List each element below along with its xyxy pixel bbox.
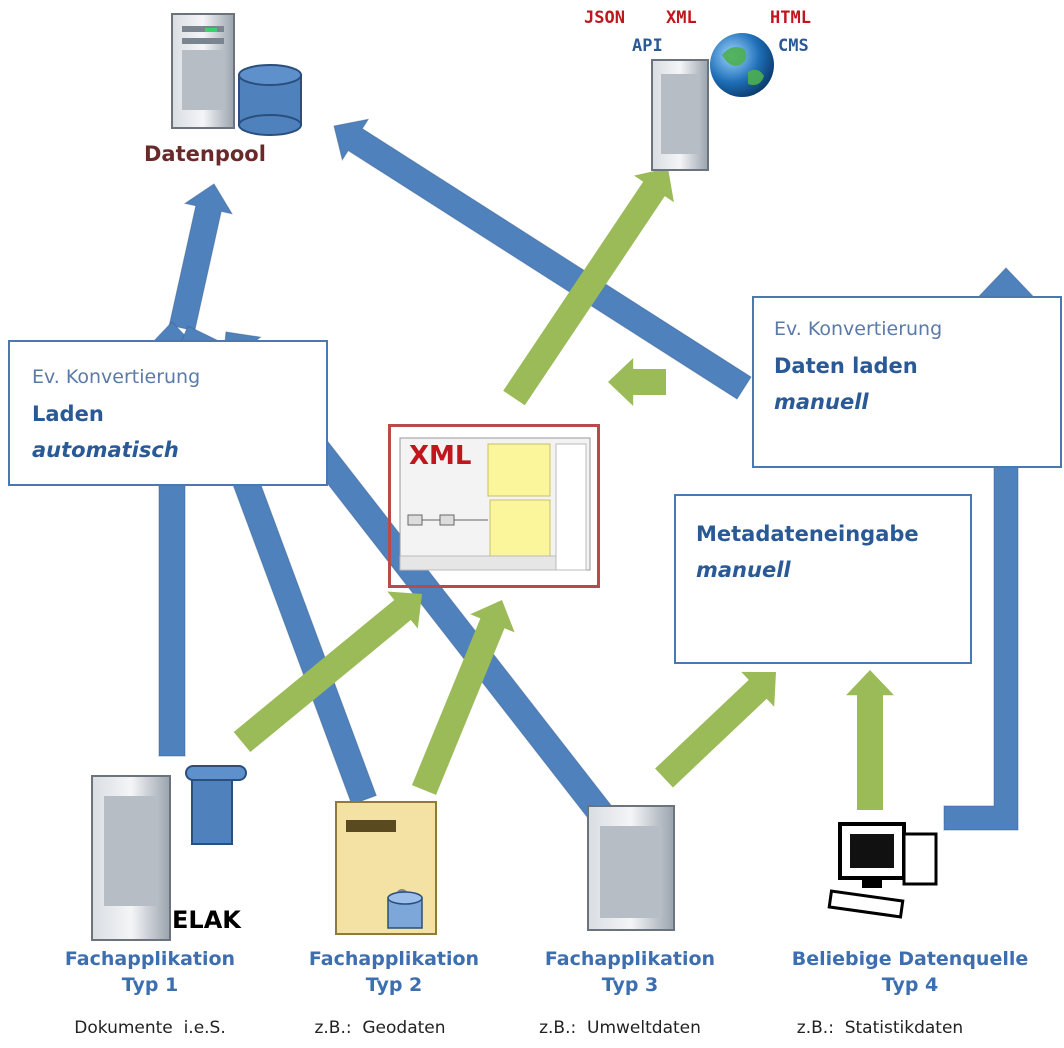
source-typ4-label: Beliebige Datenquelle Typ 4 [770, 946, 1050, 998]
box-auto-line1: Ev. Konvertierung [32, 366, 201, 388]
arrow-metadata-to-xml [608, 358, 666, 406]
source-typ2-label: Fachapplikation Typ 2 [284, 946, 504, 998]
box-conversion-auto: Ev. Konvertierung Laden automatisch [8, 340, 328, 486]
web-server-icon [651, 59, 709, 171]
source-typ4-type: Typ 4 [881, 974, 939, 996]
datenpool-label: Datenpool [144, 142, 266, 166]
arrow-xml-to-webserver [503, 168, 674, 406]
source-typ2-type: Typ 2 [365, 974, 423, 996]
arrow-manual-to-datenpool [333, 118, 752, 400]
xml-schema-screenshot [399, 437, 591, 571]
box-xml: XML [388, 424, 600, 588]
database-icon [238, 64, 302, 136]
source-typ3-name: Fachapplikation [544, 948, 716, 970]
box-manual-load-line1: Ev. Konvertierung [774, 318, 943, 340]
xml-title: XML [409, 441, 472, 471]
box-metadata-input: Metadateneingabe manuell [674, 494, 972, 664]
document-scroll-icon [185, 765, 247, 845]
source-typ1-desc: Dokumente i.e.S. [74, 1018, 226, 1038]
box-metadata-line2: manuell [696, 558, 791, 582]
box-manual-load-line3: manuell [774, 390, 869, 414]
source-typ3-desc: z.B.: Umweltdaten [539, 1018, 701, 1038]
database-icon [387, 891, 423, 929]
arrow-typ2-to-xml [411, 600, 515, 795]
arrow-auto-to-datenpool [168, 183, 233, 332]
source-typ3-label: Fachapplikation Typ 3 [520, 946, 740, 998]
source-typ2-name: Fachapplikation [308, 948, 480, 970]
globe-icon [710, 33, 774, 97]
source-server-typ3-icon [587, 805, 675, 931]
format-html: HTML [770, 8, 811, 28]
box-auto-line2: Laden [32, 402, 104, 426]
source-typ1-type: Typ 1 [121, 974, 179, 996]
box-metadata-line1: Metadateneingabe [696, 522, 919, 546]
box-auto-line3: automatisch [32, 438, 179, 462]
source-typ4-name: Beliebige Datenquelle [791, 948, 1029, 970]
source-server-typ1-icon [91, 775, 171, 941]
arrow-typ1-to-xml [233, 591, 422, 753]
format-cms: CMS [778, 36, 809, 56]
box-manual-load-line2: Daten laden [774, 354, 918, 378]
elak-label: ELAK [172, 906, 241, 934]
datenpool-server-icon [171, 13, 235, 129]
box-manual-load: Ev. Konvertierung Daten laden manuell [752, 296, 1062, 468]
arrow-typ4-to-metadata [846, 670, 894, 810]
source-typ4-desc: z.B.: Statistikdaten [796, 1018, 964, 1038]
arrow-typ4-to-manual-load [943, 267, 1048, 831]
source-typ2-desc: z.B.: Geodaten [314, 1018, 446, 1038]
format-json: JSON [584, 8, 625, 28]
format-api: API [632, 36, 663, 56]
source-typ3-type: Typ 3 [601, 974, 659, 996]
source-typ1-name: Fachapplikation [64, 948, 236, 970]
source-typ1-label: Fachapplikation Typ 1 [40, 946, 260, 998]
desktop-computer-icon [827, 822, 938, 919]
format-xml: XML [666, 8, 697, 28]
arrow-typ3-to-metadata [655, 671, 776, 788]
